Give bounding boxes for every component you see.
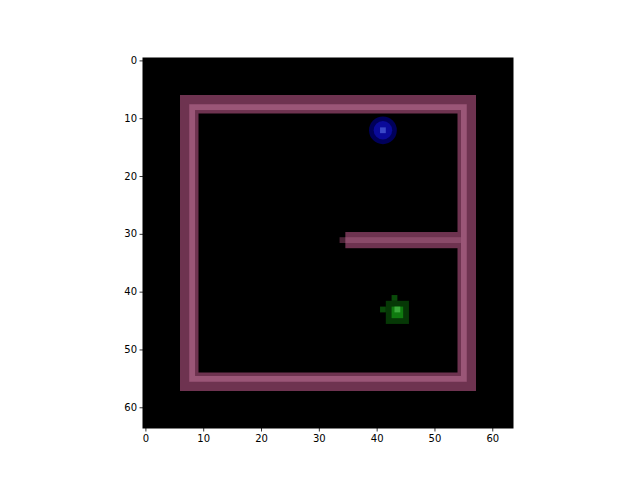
- y-tick-label: 50: [124, 345, 137, 355]
- agent-glow: [369, 116, 397, 144]
- agent-center: [380, 127, 386, 133]
- x-tick-label: 10: [197, 434, 210, 444]
- goal-glow: [386, 301, 409, 324]
- axes-frame: [143, 58, 513, 428]
- inner-wall-highlight: [345, 237, 461, 243]
- x-tick-label: 0: [143, 434, 149, 444]
- tick-mark: [377, 428, 378, 432]
- x-tick-label: 20: [255, 434, 268, 444]
- tick-mark: [140, 349, 144, 350]
- x-tick-label: 40: [371, 434, 384, 444]
- tick-mark: [140, 176, 144, 177]
- goal: [392, 307, 404, 319]
- goal-center: [394, 307, 400, 313]
- tick-mark: [492, 428, 493, 432]
- tick-mark: [145, 428, 146, 432]
- y-tick-label: 20: [124, 172, 137, 182]
- y-tick-label: 30: [124, 229, 137, 239]
- environment-render: [143, 58, 513, 428]
- y-tick-label: 0: [131, 56, 137, 66]
- y-tick-label: 10: [124, 114, 137, 124]
- tick-mark: [203, 428, 204, 432]
- tick-mark: [140, 292, 144, 293]
- tick-mark: [140, 407, 144, 408]
- y-tick-label: 40: [124, 287, 137, 297]
- y-tick-label: 60: [124, 403, 137, 413]
- outer-wall: [189, 104, 467, 382]
- tick-mark: [434, 428, 435, 432]
- tick-mark: [261, 428, 262, 432]
- background: [143, 58, 513, 428]
- tick-mark: [140, 60, 144, 61]
- goal-glow: [380, 307, 386, 313]
- x-tick-label: 60: [486, 434, 499, 444]
- x-tick-label: 50: [429, 434, 442, 444]
- tick-mark: [319, 428, 320, 432]
- tick-mark: [140, 234, 144, 235]
- inner-wall: [345, 232, 461, 248]
- x-tick-label: 30: [313, 434, 326, 444]
- outer-wall-highlight: [192, 107, 464, 379]
- tick-mark: [140, 118, 144, 119]
- agent: [374, 121, 393, 140]
- inner-wall-tip: [340, 237, 346, 243]
- goal-glow: [392, 295, 398, 301]
